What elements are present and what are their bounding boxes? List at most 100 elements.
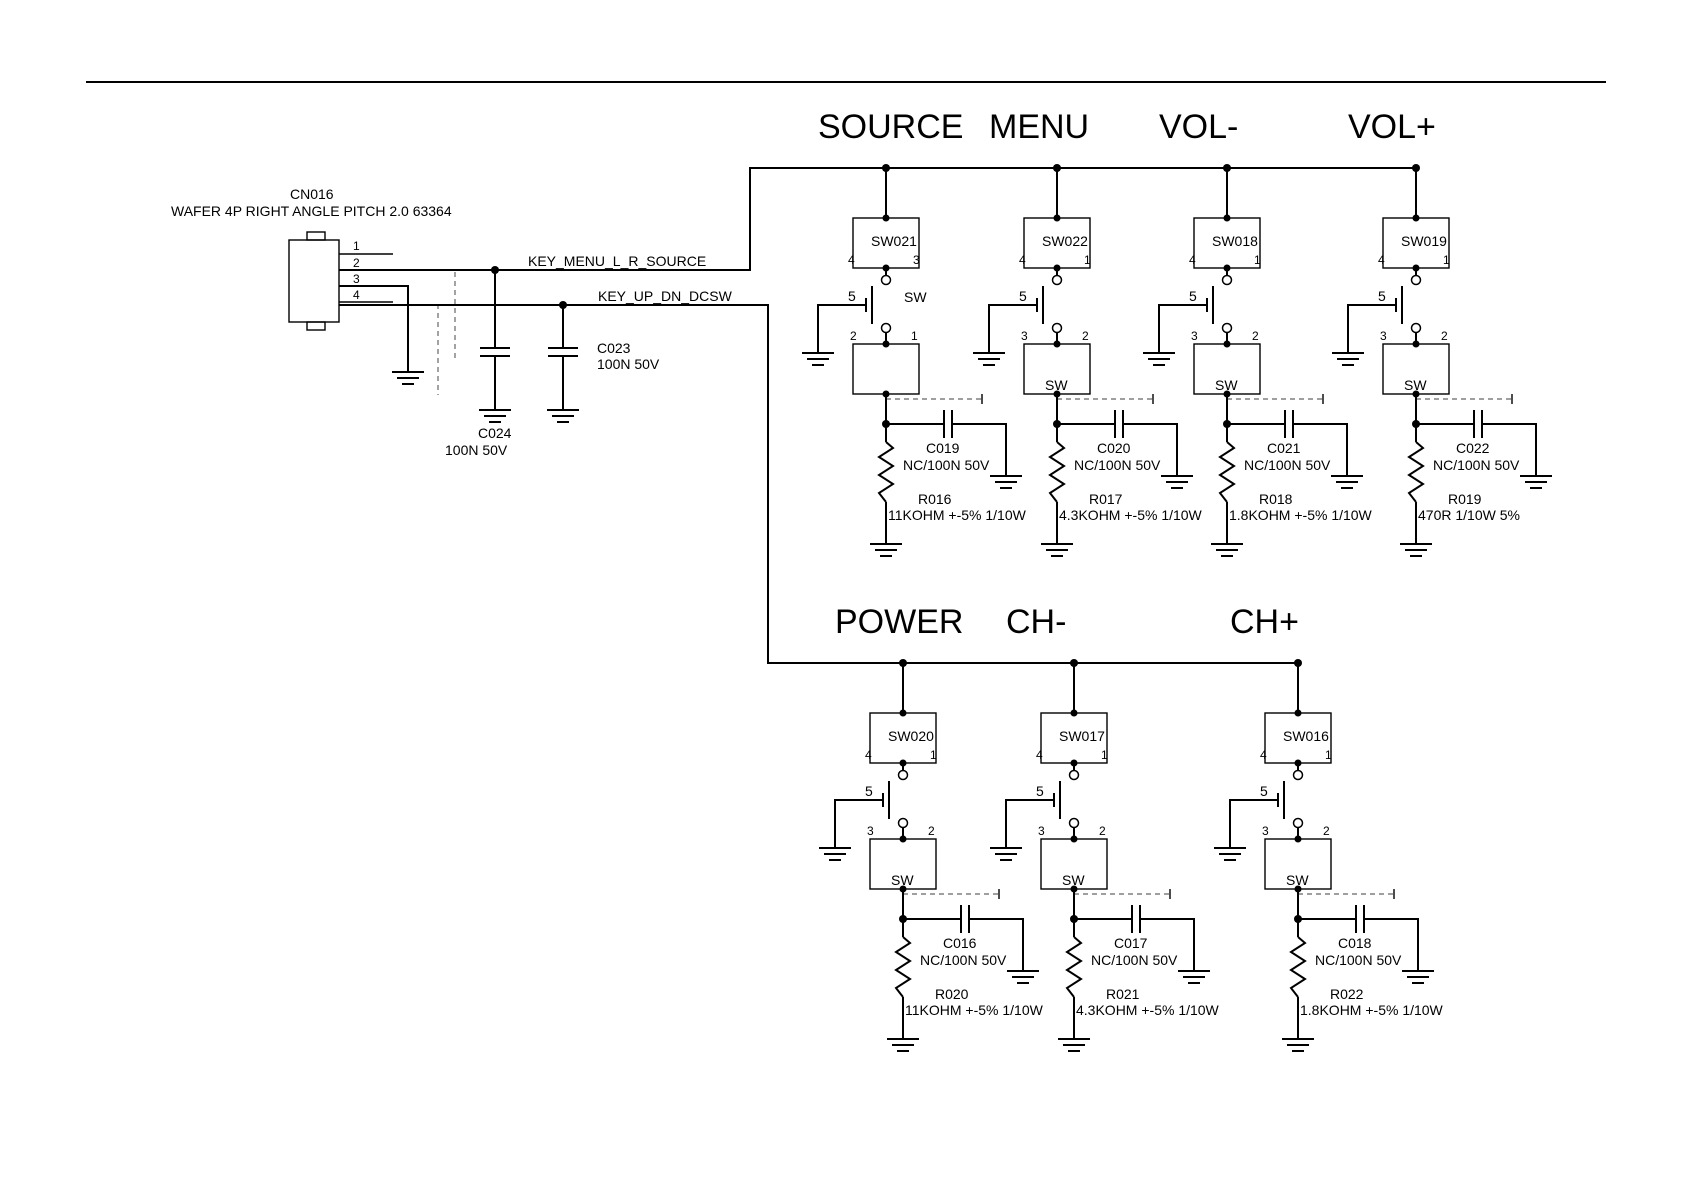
resistor-ref: R016 [918, 491, 952, 507]
resistor-value: 11KOHM +-5% 1/10W [888, 507, 1027, 523]
cap-ref: C018 [1338, 935, 1372, 951]
ground-symbol [1058, 1038, 1090, 1052]
connector-pin-3: 3 [353, 272, 360, 286]
resistor-value: 11KOHM +-5% 1/10W [905, 1002, 1044, 1018]
switch-label: SW [1045, 377, 1068, 393]
connector-pin-1: 1 [353, 239, 360, 253]
pin3-ground-wire [339, 285, 409, 372]
switch-ref: SW021 [871, 233, 917, 249]
key-title: SOURCE [818, 108, 963, 146]
ground-symbol [1143, 352, 1175, 366]
cap-ref: C024 [478, 425, 512, 441]
ground-symbol [1402, 970, 1434, 984]
cap-value: NC/100N 50V [920, 952, 1007, 968]
resistor-value: 4.3KOHM +-5% 1/10W [1059, 507, 1203, 523]
cap-value: NC/100N 50V [903, 457, 990, 473]
switch-label: SW [1215, 377, 1238, 393]
switch-ref: SW022 [1042, 233, 1088, 249]
switch-pin: 1 [1084, 253, 1091, 267]
cap-value: NC/100N 50V [1244, 457, 1331, 473]
switch-label: SW [1404, 377, 1427, 393]
cap-value: NC/100N 50V [1315, 952, 1402, 968]
ground-symbol [1161, 475, 1193, 489]
switch-ref: SW017 [1059, 728, 1105, 744]
switch-pin: 2 [1082, 329, 1089, 343]
switch-pin: 2 [1099, 824, 1106, 838]
switch-pin: 4 [1378, 253, 1385, 267]
net-label-1: KEY_MENU_L_R_SOURCE [528, 253, 706, 269]
cap-ref: C017 [1114, 935, 1148, 951]
switch-pin: 2 [1252, 329, 1259, 343]
cap-ref: C016 [943, 935, 977, 951]
key-title: VOL+ [1348, 108, 1436, 146]
ground-symbol [990, 475, 1022, 489]
ground-symbol [990, 847, 1022, 861]
resistor-value: 1.8KOHM +-5% 1/10W [1229, 507, 1373, 523]
switch-ref: SW016 [1283, 728, 1329, 744]
ground-symbol [1332, 352, 1364, 366]
cap-value: 100N 50V [445, 442, 508, 458]
ground-symbol [802, 352, 834, 366]
cap-ref: C020 [1097, 440, 1131, 456]
cap-ref: C021 [1267, 440, 1301, 456]
switch-pin: 3 [1038, 824, 1045, 838]
net-key-updn-wire [339, 304, 1298, 664]
connector-desc: WAFER 4P RIGHT ANGLE PITCH 2.0 63364 [171, 203, 452, 219]
switch-pin: 2 [1441, 329, 1448, 343]
switch-pin: 3 [1262, 824, 1269, 838]
switch-pin: 1 [930, 748, 937, 762]
switch-pin: 4 [1260, 748, 1267, 762]
switch-pin: 4 [1019, 253, 1026, 267]
switch-pin: 2 [928, 824, 935, 838]
ground-symbol [1041, 543, 1073, 557]
switch-pin: 3 [1021, 329, 1028, 343]
switch-pin: 3 [1191, 329, 1198, 343]
switch-pin: 3 [1380, 329, 1387, 343]
ground-symbol [392, 371, 424, 385]
switch-ref: SW019 [1401, 233, 1447, 249]
cap-value: 100N 50V [597, 356, 660, 372]
resistor-ref: R021 [1106, 986, 1140, 1002]
capacitor-c023: C023 100N 50V [547, 305, 660, 423]
cap-ref: C022 [1456, 440, 1490, 456]
resistor-ref: R022 [1330, 986, 1364, 1002]
switch-pin: 5 [1189, 288, 1197, 304]
net-key-menu-wire [339, 167, 1416, 271]
resistor-value: 4.3KOHM +-5% 1/10W [1076, 1002, 1220, 1018]
ground-symbol [1211, 543, 1243, 557]
switch-ref: SW018 [1212, 233, 1258, 249]
key-title: CH+ [1230, 603, 1299, 641]
connector-cn016: CN016 WAFER 4P RIGHT ANGLE PITCH 2.0 633… [171, 186, 452, 331]
switch-pin: 5 [1378, 288, 1386, 304]
resistor-ref: R019 [1448, 491, 1482, 507]
resistor-ref: R017 [1089, 491, 1123, 507]
ground-symbol [1178, 970, 1210, 984]
switch-pin: 1 [1254, 253, 1261, 267]
cap-value: NC/100N 50V [1091, 952, 1178, 968]
resistor-value: 470R 1/10W 5% [1418, 507, 1520, 523]
key-title: VOL- [1159, 108, 1238, 146]
capacitor-c024: C024 100N 50V [445, 270, 512, 458]
switch-pin: 3 [913, 253, 920, 267]
connector-ref: CN016 [290, 186, 334, 202]
ground-symbol [973, 352, 1005, 366]
switch-pin: 5 [1260, 783, 1268, 799]
ground-symbol [887, 1038, 919, 1052]
resistor-ref: R018 [1259, 491, 1293, 507]
key-title: CH- [1006, 603, 1066, 641]
switch-pin: 5 [1036, 783, 1044, 799]
switch-pin: 1 [1101, 748, 1108, 762]
ground-symbol [1520, 475, 1552, 489]
resistor-value: 1.8KOHM +-5% 1/10W [1300, 1002, 1444, 1018]
connector-pin-4: 4 [353, 288, 360, 302]
switch-pin: 4 [1189, 253, 1196, 267]
switch-pin: 1 [911, 329, 918, 343]
switch-pin: 4 [1036, 748, 1043, 762]
cap-ref: C023 [597, 340, 631, 356]
switch-label: SW [891, 872, 914, 888]
switch-label: SW [904, 289, 927, 305]
